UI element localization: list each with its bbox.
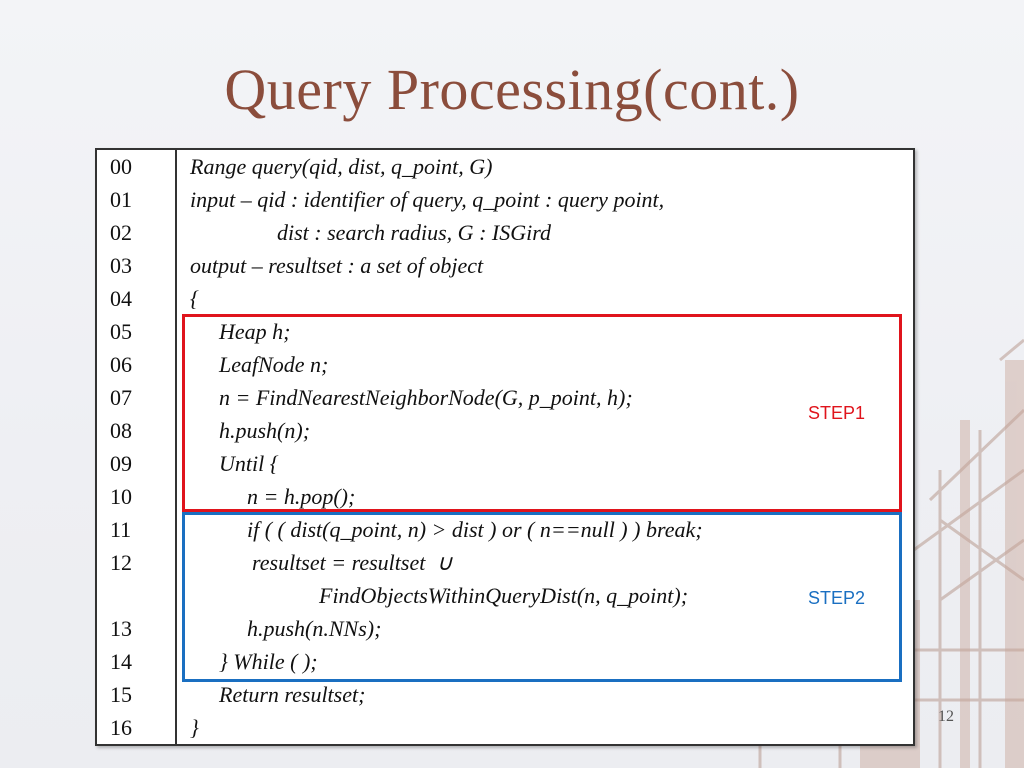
code-line: n = h.pop(); — [247, 484, 356, 509]
code-line: h.push(n); — [219, 418, 311, 443]
code-line: resultset = resultset ∪ — [252, 550, 453, 575]
code-line: LeafNode n; — [219, 352, 329, 377]
code-line: dist : search radius, G : ISGird — [277, 220, 551, 245]
line-number: 10 — [110, 484, 132, 509]
code-line: Return resultset; — [219, 682, 366, 707]
line-number: 07 — [110, 385, 132, 410]
code-line: Heap h; — [219, 319, 291, 344]
line-number: 02 — [110, 220, 132, 245]
step1-highlight-box — [182, 314, 902, 512]
line-number: 03 — [110, 253, 132, 278]
line-number: 01 — [110, 187, 132, 212]
line-number: 00 — [110, 154, 132, 179]
line-number: 06 — [110, 352, 132, 377]
code-listing: 00 01 02 03 04 05 06 07 08 09 10 11 12 1… — [95, 148, 915, 746]
step2-label: STEP2 — [808, 588, 866, 608]
line-number: 08 — [110, 418, 132, 443]
line-number: 15 — [110, 682, 132, 707]
code-line: } While ( ); — [219, 649, 318, 674]
line-number: 12 — [110, 550, 132, 575]
code-line: h.push(n.NNs); — [247, 616, 382, 641]
code-line: n = FindNearestNeighborNode(G, p_point, … — [219, 385, 633, 410]
code-line: output – resultset : a set of object — [190, 253, 484, 278]
step1-label: STEP1 — [808, 403, 866, 423]
line-number: 09 — [110, 451, 132, 476]
line-number-column: 00 01 02 03 04 05 06 07 08 09 10 11 12 1… — [97, 150, 177, 744]
code-line: FindObjectsWithinQueryDist(n, q_point); — [319, 583, 689, 608]
line-number: 05 — [110, 319, 132, 344]
code-line: } — [190, 715, 199, 740]
code-line: input – qid : identifier of query, q_poi… — [190, 187, 665, 212]
code-line: Range query(qid, dist, q_point, G) — [190, 154, 493, 179]
line-number: 14 — [110, 649, 132, 674]
code-line: { — [190, 286, 199, 311]
line-number: 11 — [110, 517, 132, 542]
code-line: Until { — [219, 451, 279, 476]
code-line: if ( ( dist(q_point, n) > dist ) or ( n=… — [247, 517, 703, 542]
slide-title: Query Processing(cont.) — [224, 57, 800, 122]
step2-highlight-box — [182, 512, 902, 682]
page-number: 12 — [938, 708, 954, 725]
line-number: 16 — [110, 715, 132, 740]
line-number: 04 — [110, 286, 132, 311]
line-number: 13 — [110, 616, 132, 641]
